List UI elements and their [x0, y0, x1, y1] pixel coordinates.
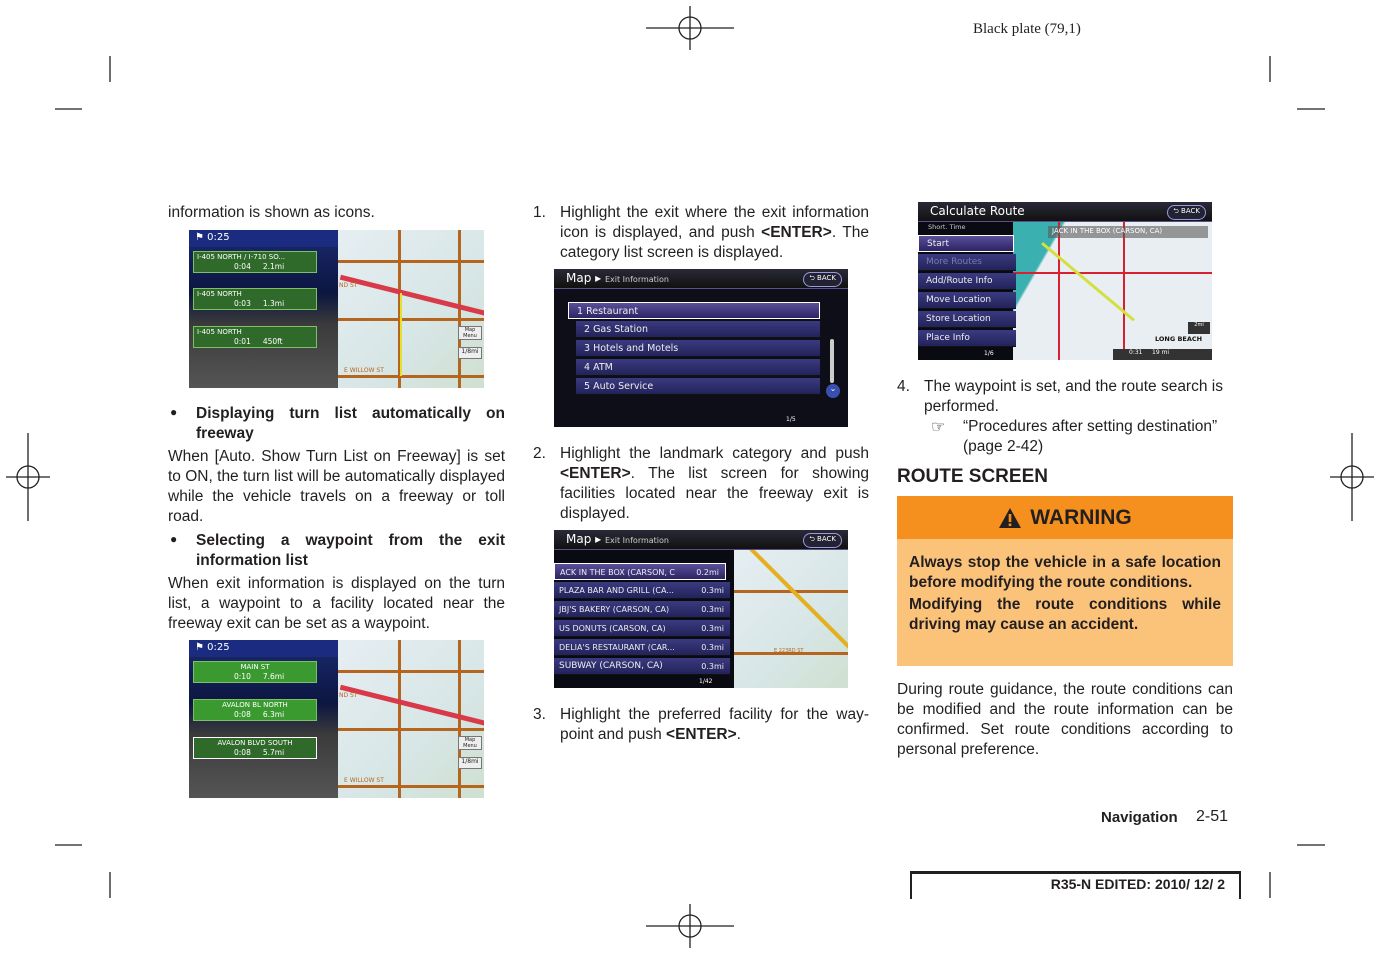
menu-item-store-location[interactable]: Store Location — [918, 311, 1016, 328]
scrollbar[interactable] — [830, 339, 834, 383]
calculate-route-screenshot: JACK IN THE BOX (CARSON, CA) LONG BEACH … — [918, 202, 1212, 360]
turn-list-screenshot-1: ND ST E WILLOW ST Map Menu 1/8mi ⚑ 0:25 … — [189, 230, 484, 388]
map-area: JACK IN THE BOX (CARSON, CA) LONG BEACH … — [1013, 222, 1212, 360]
step-1: 1.Highlight the exit where the exit info… — [533, 204, 869, 261]
back-button[interactable]: ⮌ BACK — [1167, 205, 1206, 220]
scale-button[interactable]: 1/8mi — [458, 757, 482, 769]
paragraph-1: When [Auto. Show Turn List on Freeway] i… — [168, 448, 505, 525]
scale-button[interactable]: 2mi — [1188, 322, 1210, 334]
map-area: ND ST E WILLOW ST Map Menu 1/8mi — [338, 640, 484, 798]
scroll-down-icon[interactable]: ⌄ — [826, 384, 840, 398]
page-number: 2-51 — [1196, 808, 1229, 825]
bullet-heading-1: Displaying turn list automatically on fr… — [196, 405, 505, 442]
facility-item[interactable]: US DONUTS (CARSON, CA)0.3mi — [554, 620, 730, 637]
category-item[interactable]: 1 Restaurant — [568, 302, 820, 319]
bullet-icon: ● — [170, 405, 178, 419]
facility-item[interactable]: DELIA'S RESTAURANT (CAR...0.3mi — [554, 639, 730, 656]
scale-button[interactable]: 1/8mi — [458, 347, 482, 359]
paragraph-2: When exit information is displayed on th… — [168, 575, 505, 632]
reference-hand-icon: ☞ — [931, 419, 946, 436]
warning-triangle-icon — [999, 507, 1022, 528]
warning-text-1: Always stop the vehicle in a safe locati… — [909, 554, 1221, 591]
facility-item[interactable]: SUBWAY (CARSON, CA)0.3mi — [554, 658, 730, 675]
intro-text: information is shown as icons. — [168, 204, 375, 221]
exit-category-screenshot: Map ▸ Exit Information ⮌ BACK 1 Restaura… — [554, 269, 848, 427]
back-button[interactable]: ⮌ BACK — [803, 533, 842, 548]
back-button[interactable]: ⮌ BACK — [803, 272, 842, 287]
category-item[interactable]: 3 Hotels and Motels — [576, 340, 820, 357]
map-area: ND ST E WILLOW ST Map Menu 1/8mi — [338, 230, 484, 388]
bullet-heading-2: Selecting a waypoint from the exit infor… — [196, 532, 505, 569]
footer-section: Navigation — [1101, 809, 1178, 826]
category-item[interactable]: 4 ATM — [576, 359, 820, 376]
menu-item-move-location[interactable]: Move Location — [918, 292, 1016, 309]
facility-item[interactable]: JBJ'S BAKERY (CARSON, CA)0.3mi — [554, 601, 730, 618]
step-4: 4.The waypoint is set, and the route sea… — [897, 378, 1223, 415]
menu-item-more-routes: More Routes — [918, 254, 1016, 271]
step-2: 2.Highlight the landmark category and pu… — [533, 445, 869, 522]
section-heading: ROUTE SCREEN — [897, 466, 1048, 487]
menu-item-place-info[interactable]: Place Info — [918, 330, 1016, 347]
menu-item-start[interactable]: Start — [918, 235, 1014, 252]
map-menu-button[interactable]: Map Menu — [458, 326, 482, 340]
map-area: E 223RD ST — [734, 550, 848, 688]
warning-box: WARNING Always stop the vehicle in a saf… — [897, 496, 1233, 666]
flag-icon: ⚑ — [195, 232, 204, 243]
flag-icon: ⚑ — [195, 642, 204, 653]
route-summary: 0:31 19 mi — [1113, 349, 1212, 360]
facility-item[interactable]: PLAZA BAR AND GRILL (CA...0.3mi — [554, 582, 730, 599]
edit-stamp: R35-N EDITED: 2010/ 12/ 2 — [910, 871, 1241, 899]
turn-list-screenshot-2: ND ST E WILLOW ST Map Menu 1/8mi ⚑ 0:25 … — [189, 640, 484, 798]
step-3: 3.Highlight the preferred facility for t… — [533, 706, 869, 743]
route-screen-paragraph: During route guidance, the route conditi… — [897, 681, 1233, 758]
warning-text-2: Modifying the route conditions while dri… — [909, 596, 1221, 633]
category-item[interactable]: 2 Gas Station — [576, 321, 820, 338]
map-menu-button[interactable]: Map Menu — [458, 736, 482, 750]
warning-header: WARNING — [897, 496, 1233, 539]
destination-label: JACK IN THE BOX (CARSON, CA) — [1048, 226, 1208, 238]
exit-facility-screenshot: E 223RD ST Map ▸ Exit Information ⮌ BACK… — [554, 530, 848, 688]
reference-link[interactable]: “Procedures after setting destination” (… — [963, 418, 1218, 455]
bullet-icon: ● — [170, 532, 178, 546]
plate-label: Black plate (79,1) — [973, 21, 1081, 37]
menu-item-add-route-info[interactable]: Add/Route Info — [918, 273, 1016, 290]
category-item[interactable]: 5 Auto Service — [576, 378, 820, 395]
